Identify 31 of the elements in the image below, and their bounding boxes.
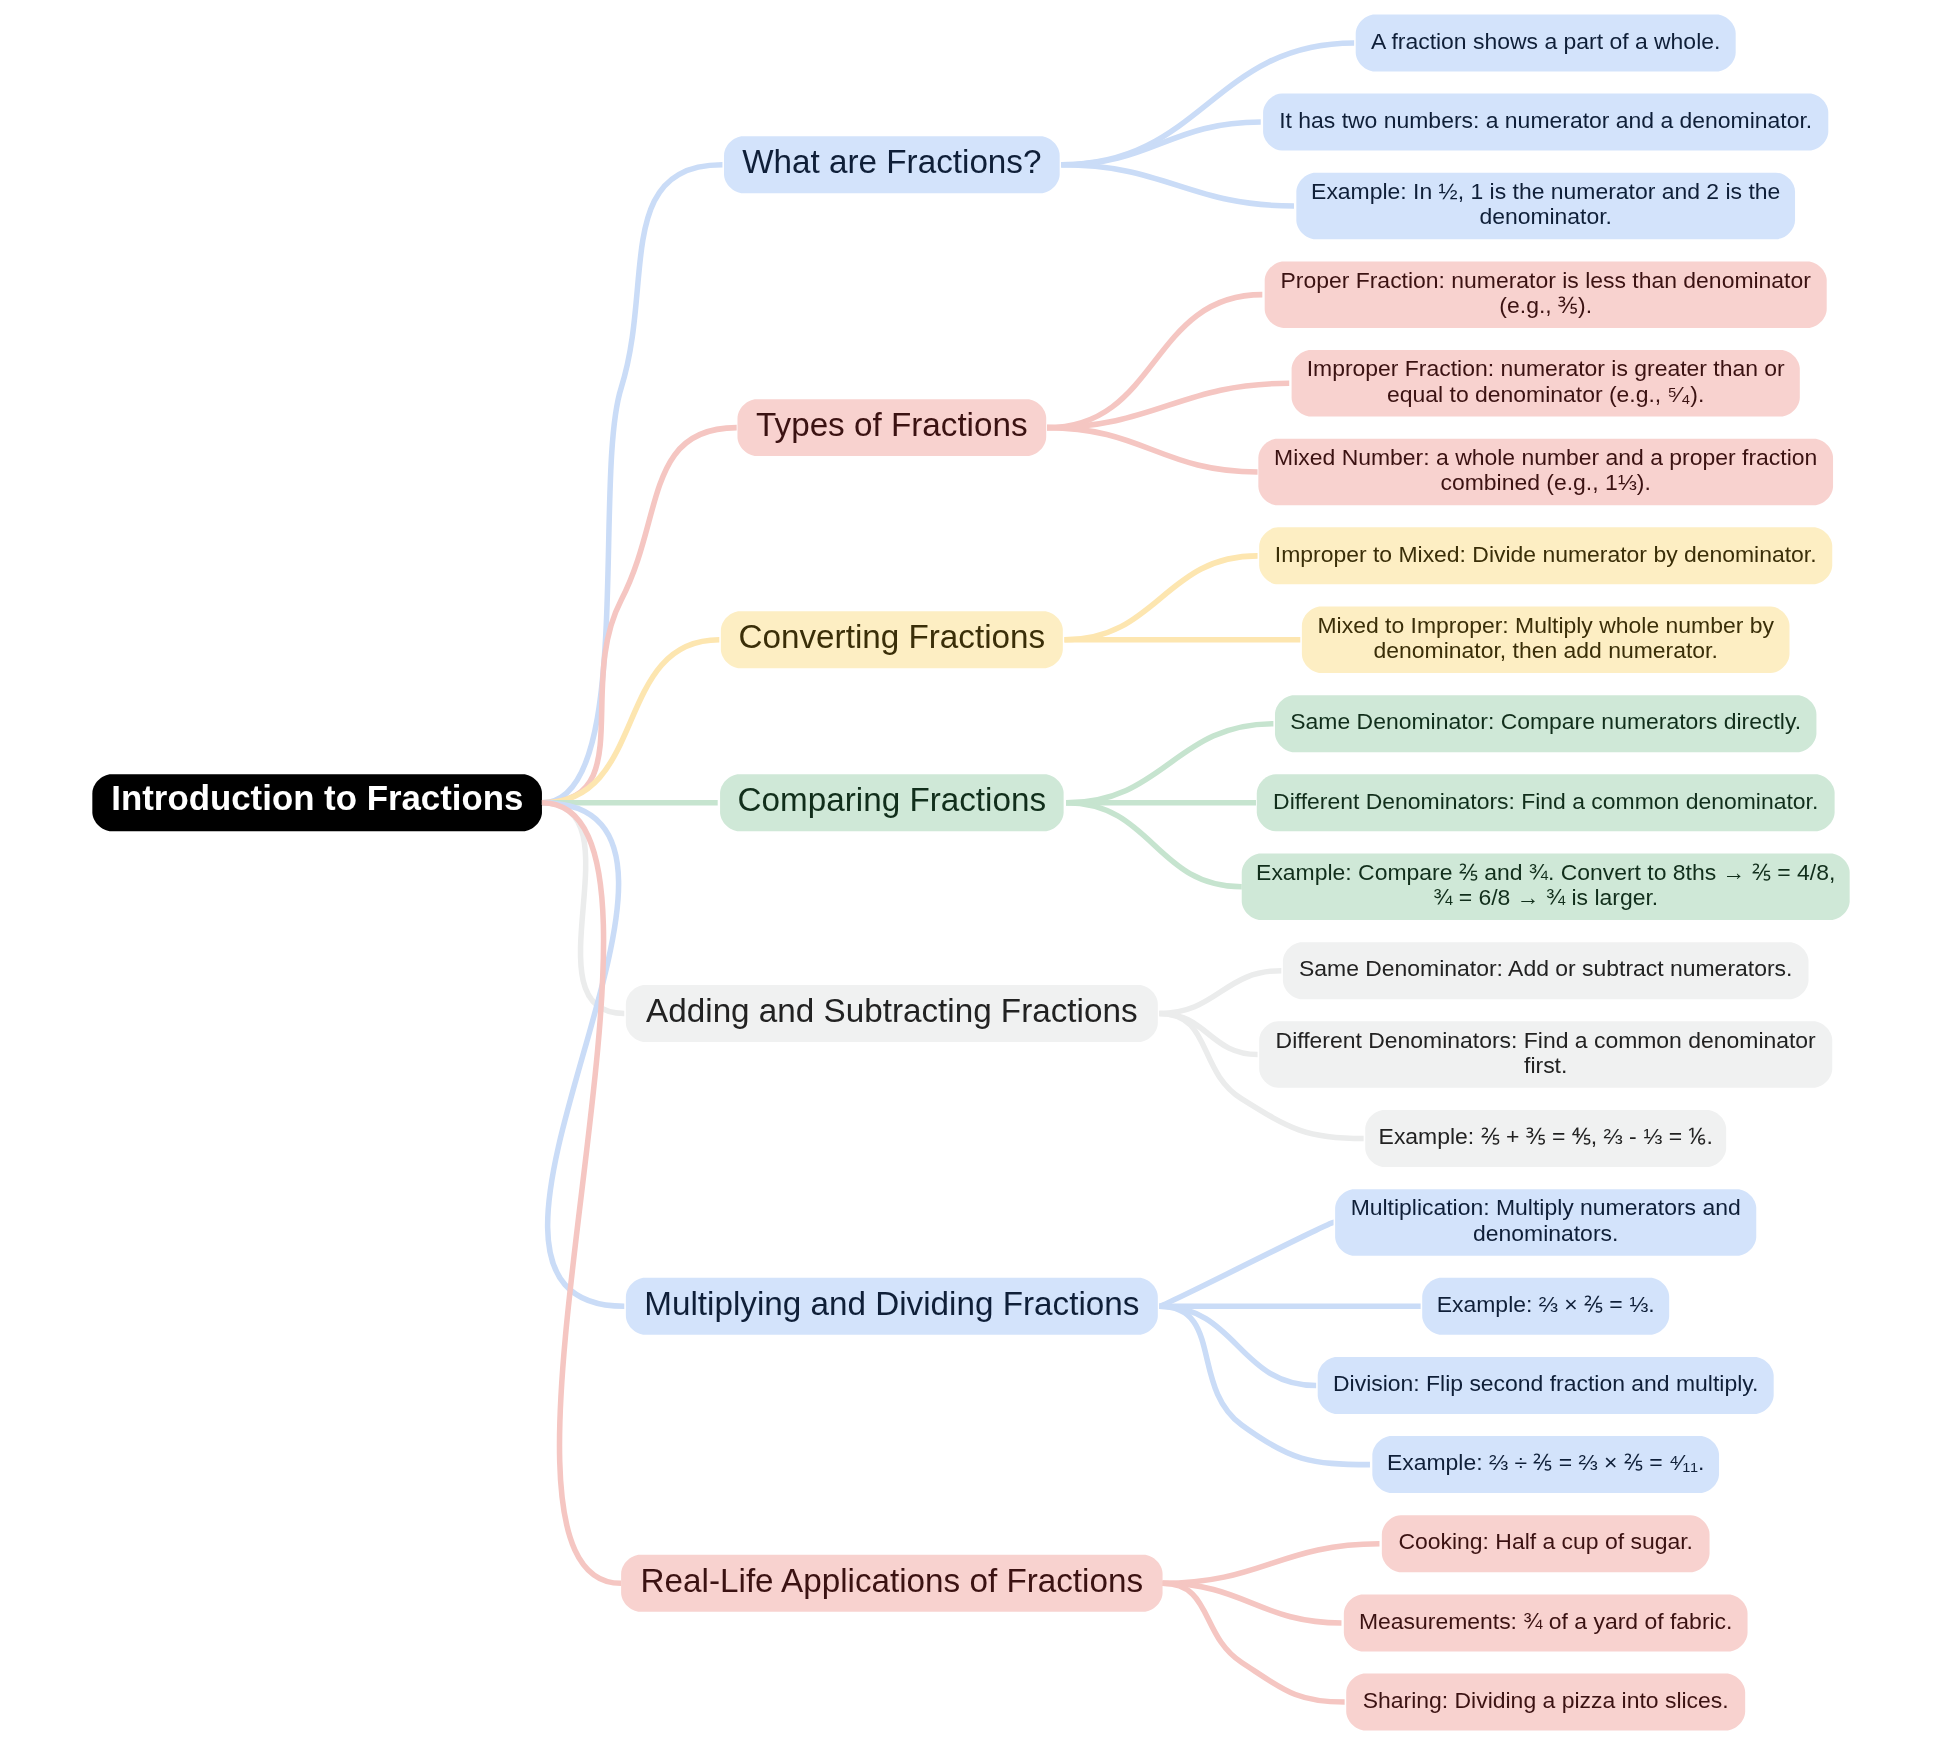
- node-box: What are Fractions?: [724, 136, 1060, 194]
- connector: [1061, 162, 1295, 209]
- connector: [1162, 1580, 1345, 1705]
- node-box: Multiplication: Multiply numerators and denominators.: [1335, 1189, 1757, 1256]
- node-box: Example: ⅔ ÷ ⅖ = ⅔ × ⅖ = ⁴⁄₁₁.: [1372, 1436, 1720, 1494]
- node-box: Real-Life Applications of Fractions: [621, 1554, 1163, 1612]
- node-box: Division: Flip second fraction and multiply.: [1317, 1356, 1774, 1414]
- node-box: Same Denominator: Compare numerators directly.: [1274, 695, 1817, 753]
- node-box: Multiplying and Dividing Fractions: [625, 1277, 1158, 1335]
- connector: [1064, 637, 1301, 643]
- node-box: Sharing: Dividing a pizza into slices.: [1346, 1673, 1746, 1731]
- node-box: Measurements: ¾ of a yard of fabric.: [1343, 1594, 1748, 1652]
- node-box: Example: Compare ⅖ and ¾. Convert to 8ths → ⅖ = 4/8, ¾ = 6/8 → ¾ is larger.: [1241, 853, 1850, 920]
- node-box: A fraction shows a part of a whole.: [1355, 14, 1736, 72]
- node-box: Improper to Mixed: Divide numerator by denominator.: [1259, 527, 1833, 585]
- node-box: Example: In ½, 1 is the numerator and 2 is the denominator.: [1296, 172, 1796, 240]
- node-box: Converting Fractions: [720, 611, 1063, 669]
- node-box: Types of Fractions: [737, 399, 1047, 457]
- node-box: Mixed Number: a whole number and a proper fraction combined (e.g., 1⅓).: [1258, 438, 1834, 506]
- node-box: Comparing Fractions: [720, 774, 1064, 832]
- node-box: Example: ⅔ × ⅖ = ⅓.: [1422, 1277, 1670, 1335]
- node-box: Mixed to Improper: Multiply whole number by denominator, then add numerator.: [1301, 606, 1790, 673]
- node-box: Proper Fraction: numerator is less than denominator (e.g., ⅗).: [1264, 261, 1827, 328]
- node-box: Introduction to Fractions: [92, 774, 542, 832]
- node-box: Improper Fraction: numerator is greater than or equal to denominator (e.g., ⁵⁄₄).: [1291, 350, 1800, 417]
- connector: [1159, 1303, 1370, 1468]
- node-box: It has two numbers: a numerator and a denominator.: [1263, 93, 1829, 151]
- connector: [1065, 800, 1242, 890]
- connector: [1046, 424, 1258, 475]
- node-box: Cooking: Half a cup of sugar.: [1381, 1515, 1710, 1573]
- node-box: Different Denominators: Find a common denominator.: [1256, 774, 1835, 832]
